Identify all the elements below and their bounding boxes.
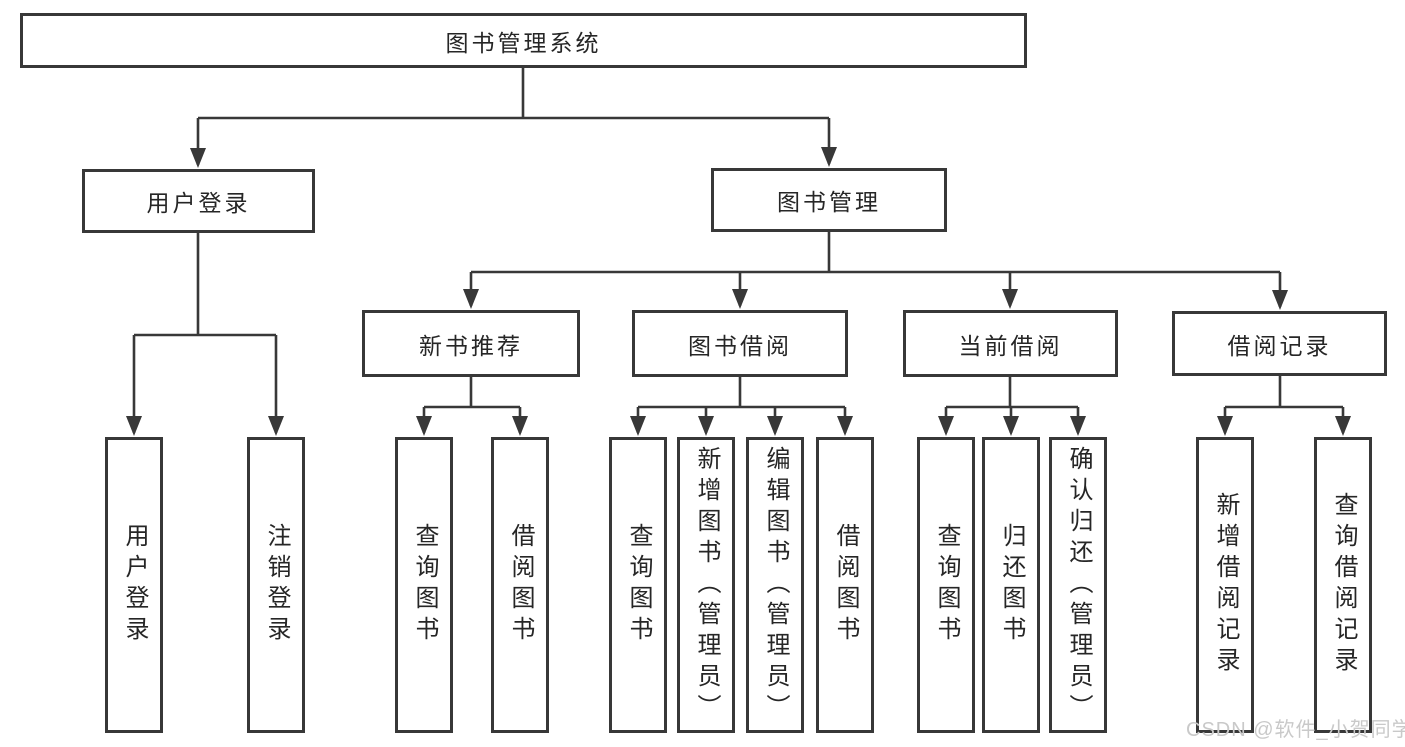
leaf-add-books-admin-label: 新增图书（管理员） <box>693 445 720 725</box>
node-library-system-label: 图书管理系统 <box>445 29 602 56</box>
leaf-user-login-label: 用户登录 <box>121 523 148 647</box>
node-book-management: 图书管理 <box>711 168 947 232</box>
leaf-query-borrow-record: 查询借阅记录 <box>1314 437 1372 733</box>
leaf-edit-books-admin: 编辑图书（管理员） <box>746 437 804 733</box>
leaf-logout-label: 注销登录 <box>263 523 290 647</box>
leaf-add-books-admin: 新增图书（管理员） <box>677 437 735 733</box>
watermark: CSDN @软件_小贺同学 <box>1186 719 1405 741</box>
leaf-add-borrow-record-label: 新增借阅记录 <box>1212 492 1239 678</box>
leaf-return-books: 归还图书 <box>982 437 1040 733</box>
node-user-login: 用户登录 <box>82 169 315 233</box>
node-borrowing-records-label: 借阅记录 <box>1227 332 1332 359</box>
leaf-borrow-books: 借阅图书 <box>816 437 874 733</box>
leaf-edit-books-admin-label: 编辑图书（管理员） <box>762 445 789 725</box>
leaf-confirm-return-admin-label: 确认归还（管理员） <box>1065 445 1092 725</box>
leaf-borrow-books-recommend-label: 借阅图书 <box>507 523 534 647</box>
leaf-borrow-books-recommend: 借阅图书 <box>491 437 549 733</box>
node-borrowing-records: 借阅记录 <box>1172 311 1387 376</box>
node-current-borrowing: 当前借阅 <box>903 310 1118 377</box>
leaf-user-login: 用户登录 <box>105 437 163 733</box>
leaf-logout: 注销登录 <box>247 437 305 733</box>
node-current-borrowing-label: 当前借阅 <box>958 332 1063 359</box>
node-new-book-recommend-label: 新书推荐 <box>419 332 523 359</box>
node-library-system: 图书管理系统 <box>20 13 1027 68</box>
leaf-query-books-borrowing: 查询图书 <box>609 437 667 733</box>
leaf-query-books-recommend-label: 查询图书 <box>411 523 438 647</box>
leaf-add-borrow-record: 新增借阅记录 <box>1196 437 1254 733</box>
leaf-borrow-books-label: 借阅图书 <box>832 523 859 647</box>
node-book-management-label: 图书管理 <box>777 189 881 215</box>
leaf-confirm-return-admin: 确认归还（管理员） <box>1049 437 1107 733</box>
node-book-borrowing-label: 图书借阅 <box>688 332 792 359</box>
leaf-query-books-current: 查询图书 <box>917 437 975 733</box>
node-book-borrowing: 图书借阅 <box>632 310 848 377</box>
node-new-book-recommend: 新书推荐 <box>362 310 580 377</box>
leaf-query-books-borrowing-label: 查询图书 <box>625 523 652 647</box>
leaf-query-borrow-record-label: 查询借阅记录 <box>1330 492 1357 678</box>
leaf-query-books-current-label: 查询图书 <box>933 523 960 647</box>
leaf-return-books-label: 归还图书 <box>998 523 1025 647</box>
node-user-login-label: 用户登录 <box>146 190 251 216</box>
leaf-query-books-recommend: 查询图书 <box>395 437 453 733</box>
